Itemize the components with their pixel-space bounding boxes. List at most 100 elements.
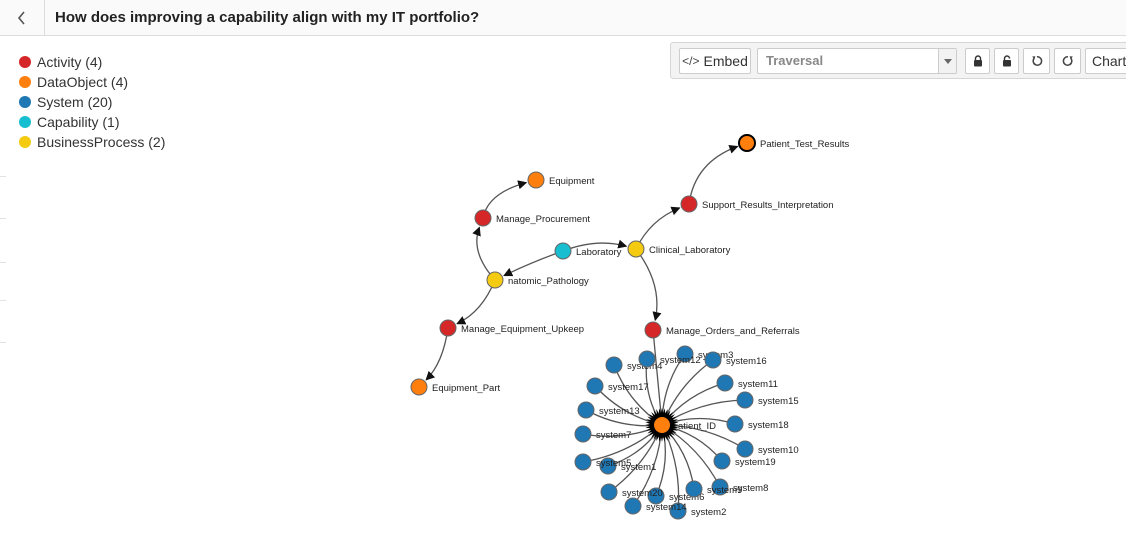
traversal-select-value: Traversal [766, 53, 824, 68]
node-label: Support_Results_Interpretation [702, 200, 834, 211]
legend-swatch [19, 76, 31, 88]
lock-button[interactable] [965, 48, 990, 74]
node-circle [439, 319, 457, 337]
graph-node-equipment[interactable]: Equipment [527, 171, 595, 189]
node-circle [599, 457, 617, 475]
undo-button[interactable] [1023, 48, 1050, 74]
node-circle [600, 483, 618, 501]
node-circle [736, 391, 754, 409]
node-circle [554, 242, 572, 260]
legend-item-activity: Activity (4) [19, 52, 165, 72]
node-circle [644, 321, 662, 339]
traversal-select[interactable]: Traversal [757, 48, 957, 74]
graph-node-system13[interactable]: system13 [577, 401, 640, 419]
node-circle [527, 171, 545, 189]
graph-node-system7[interactable]: system7 [574, 425, 631, 443]
embed-button[interactable]: </> Embed [679, 48, 751, 74]
graph-node-patient-id[interactable]: atient_ID [645, 408, 716, 442]
graph-node-system15[interactable]: system15 [736, 391, 799, 409]
legend-label: System (20) [37, 94, 113, 110]
graph-node-system8[interactable]: system8 [711, 478, 768, 496]
graph-edge [503, 250, 564, 277]
graph-node-laboratory[interactable]: Laboratory [554, 242, 622, 260]
graph-node-clinical-laboratory[interactable]: Clinical_Laboratory [627, 240, 731, 258]
graph-node-system6[interactable]: system6 [647, 487, 704, 505]
node-label: system20 [622, 488, 663, 499]
graph-node-system5[interactable]: system5 [574, 453, 631, 471]
node-label: system7 [596, 430, 631, 441]
page-title: How does improving a capability align wi… [55, 9, 480, 26]
graph-edge [456, 279, 496, 325]
graph-node-system12[interactable]: system12 [638, 350, 701, 368]
node-circle [577, 401, 595, 419]
graph-node-equipment-part[interactable]: Equipment_Part [410, 378, 500, 396]
node-label: system18 [748, 420, 789, 431]
node-label: Patient_Test_Results [760, 139, 849, 150]
node-circle [574, 425, 592, 443]
graph-node-patient-test-results[interactable]: Patient_Test_Results [738, 134, 849, 152]
graph-edge [635, 206, 681, 250]
node-label: system2 [691, 507, 726, 518]
graph-toolbar: </> Embed Traversal Chart [670, 42, 1126, 79]
node-circle [605, 356, 623, 374]
embed-label: Embed [703, 53, 748, 69]
graph-node-system17[interactable]: system17 [586, 377, 649, 395]
node-label: system17 [608, 382, 649, 393]
chevron-left-icon [17, 10, 25, 25]
node-circle [474, 209, 492, 227]
node-label: system14 [646, 502, 687, 513]
unlock-button[interactable] [994, 48, 1019, 74]
legend-label: DataObject (4) [37, 74, 129, 90]
graph-node-anatomic-pathology[interactable]: natomic_Pathology [486, 271, 589, 289]
graph-node-system11[interactable]: system11 [716, 374, 778, 392]
node-label: system10 [758, 445, 799, 456]
legend-label: Activity (4) [37, 54, 103, 70]
graph-edge [652, 329, 662, 416]
node-label: Manage_Orders_and_Referrals [666, 326, 800, 337]
node-label: system9 [707, 485, 742, 496]
node-circle [627, 240, 645, 258]
node-label: system8 [733, 483, 768, 494]
node-circle [669, 502, 687, 520]
graph-node-system9[interactable]: system9 [685, 480, 742, 498]
node-label: Equipment [549, 176, 595, 187]
top-bar: How does improving a capability align wi… [0, 0, 1126, 36]
node-circle [410, 378, 428, 396]
caret-down-icon [938, 49, 956, 73]
graph-node-system19[interactable]: system19 [713, 452, 776, 470]
node-label: system5 [596, 458, 631, 469]
legend: Activity (4) DataObject (4) System (20) … [19, 52, 165, 152]
node-circle [716, 374, 734, 392]
redo-icon [1062, 56, 1073, 66]
node-label: atient_ID [678, 421, 716, 432]
node-circle [638, 350, 656, 368]
back-button[interactable] [0, 0, 45, 35]
node-label: system13 [599, 406, 640, 417]
node-circle [736, 440, 754, 458]
graph-node-manage-orders-and-referrals[interactable]: Manage_Orders_and_Referrals [644, 321, 800, 339]
node-label: system1 [621, 462, 656, 473]
graph-node-manage-equipment-upkeep[interactable]: Manage_Equipment_Upkeep [439, 319, 584, 337]
legend-swatch [19, 56, 31, 68]
legend-label: Capability (1) [37, 114, 120, 130]
graph-node-system18[interactable]: system18 [726, 415, 789, 433]
graph-node-manage-procurement[interactable]: Manage_Procurement [474, 209, 590, 227]
legend-label: BusinessProcess (2) [37, 134, 166, 150]
node-circle [711, 478, 729, 496]
graph-node-system16[interactable]: system16 [704, 351, 767, 369]
node-circle [647, 487, 665, 505]
chart-button[interactable]: Chart [1085, 48, 1126, 74]
graph-node-support-results-interpretation[interactable]: Support_Results_Interpretation [680, 195, 834, 213]
graph-node-system14[interactable]: system14 [624, 497, 687, 515]
undo-icon [1031, 56, 1042, 66]
redo-button[interactable] [1054, 48, 1081, 74]
lock-icon [973, 55, 982, 67]
graph-node-system2[interactable]: system2 [669, 502, 726, 520]
node-circle [713, 452, 731, 470]
unlock-icon [1002, 55, 1011, 67]
node-label: system15 [758, 396, 799, 407]
graph-node-system10[interactable]: system10 [736, 440, 799, 458]
graph-node-system1[interactable]: system1 [599, 457, 656, 475]
graph-node-system20[interactable]: system20 [600, 483, 663, 501]
